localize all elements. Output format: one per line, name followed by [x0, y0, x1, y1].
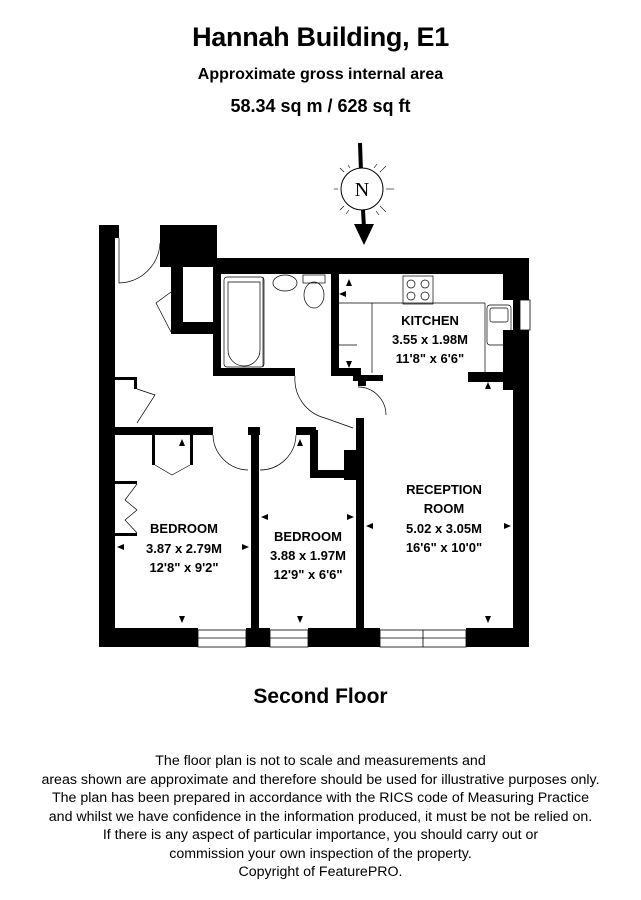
- bedroom2-metric: 3.88 x 1.97M: [270, 548, 346, 563]
- compass-letter: N: [355, 179, 369, 201]
- kitchen-name: KITCHEN: [401, 313, 459, 328]
- disclaimer: The floor plan is not to scale and measu…: [0, 752, 641, 882]
- disclaimer-line: If there is any aspect of particular imp…: [102, 827, 539, 843]
- property-title: Hannah Building, E1: [192, 22, 449, 52]
- reception-name-1: RECEPTION: [406, 482, 482, 497]
- copyright: Copyright of FeaturePRO.: [238, 864, 403, 880]
- fixtures: [118, 238, 512, 534]
- disclaimer-line: The floor plan is not to scale and measu…: [155, 753, 486, 769]
- kitchen-metric: 3.55 x 1.98M: [392, 332, 468, 347]
- gross-area: 58.34 sq m / 628 sq ft: [230, 96, 411, 116]
- disclaimer-line: The plan has been prepared in accordance…: [51, 790, 590, 806]
- floor-label: Second Floor: [253, 685, 388, 708]
- disclaimer-line: commission your own inspection of the pr…: [169, 845, 472, 862]
- room-reception: RECEPTION ROOM 5.02 x 3.05M 16'6" x 10'0…: [406, 482, 482, 555]
- bedroom1-name: BEDROOM: [150, 521, 218, 536]
- windows: [197, 299, 531, 648]
- room-bedroom-2: BEDROOM 3.88 x 1.97M 12'9" x 6'6": [270, 529, 346, 582]
- disclaimer-line: areas shown are approximate and therefor…: [41, 771, 600, 788]
- bedroom1-imperial: 12'8" x 9'2": [149, 560, 218, 575]
- bedroom2-imperial: 12'9" x 6'6": [273, 567, 342, 582]
- disclaimer-line: and whilst we have confidence in the inf…: [48, 808, 593, 825]
- bedroom1-metric: 3.87 x 2.79M: [146, 541, 222, 556]
- room-bedroom-1: BEDROOM 3.87 x 2.79M 12'8" x 9'2": [146, 521, 222, 575]
- walls: [99, 225, 529, 647]
- reception-imperial: 16'6" x 10'0": [406, 540, 482, 555]
- north-arrow-icon: N: [334, 142, 394, 245]
- room-kitchen: KITCHEN 3.55 x 1.98M 11'8" x 6'6": [392, 313, 468, 366]
- kitchen-imperial: 11'8" x 6'6": [396, 351, 464, 366]
- area-subtitle: Approximate gross internal area: [197, 66, 444, 83]
- reception-name-2: ROOM: [424, 501, 464, 516]
- bedroom2-name: BEDROOM: [274, 529, 342, 544]
- reception-metric: 5.02 x 3.05M: [406, 521, 482, 536]
- dimension-arrows: [117, 279, 511, 623]
